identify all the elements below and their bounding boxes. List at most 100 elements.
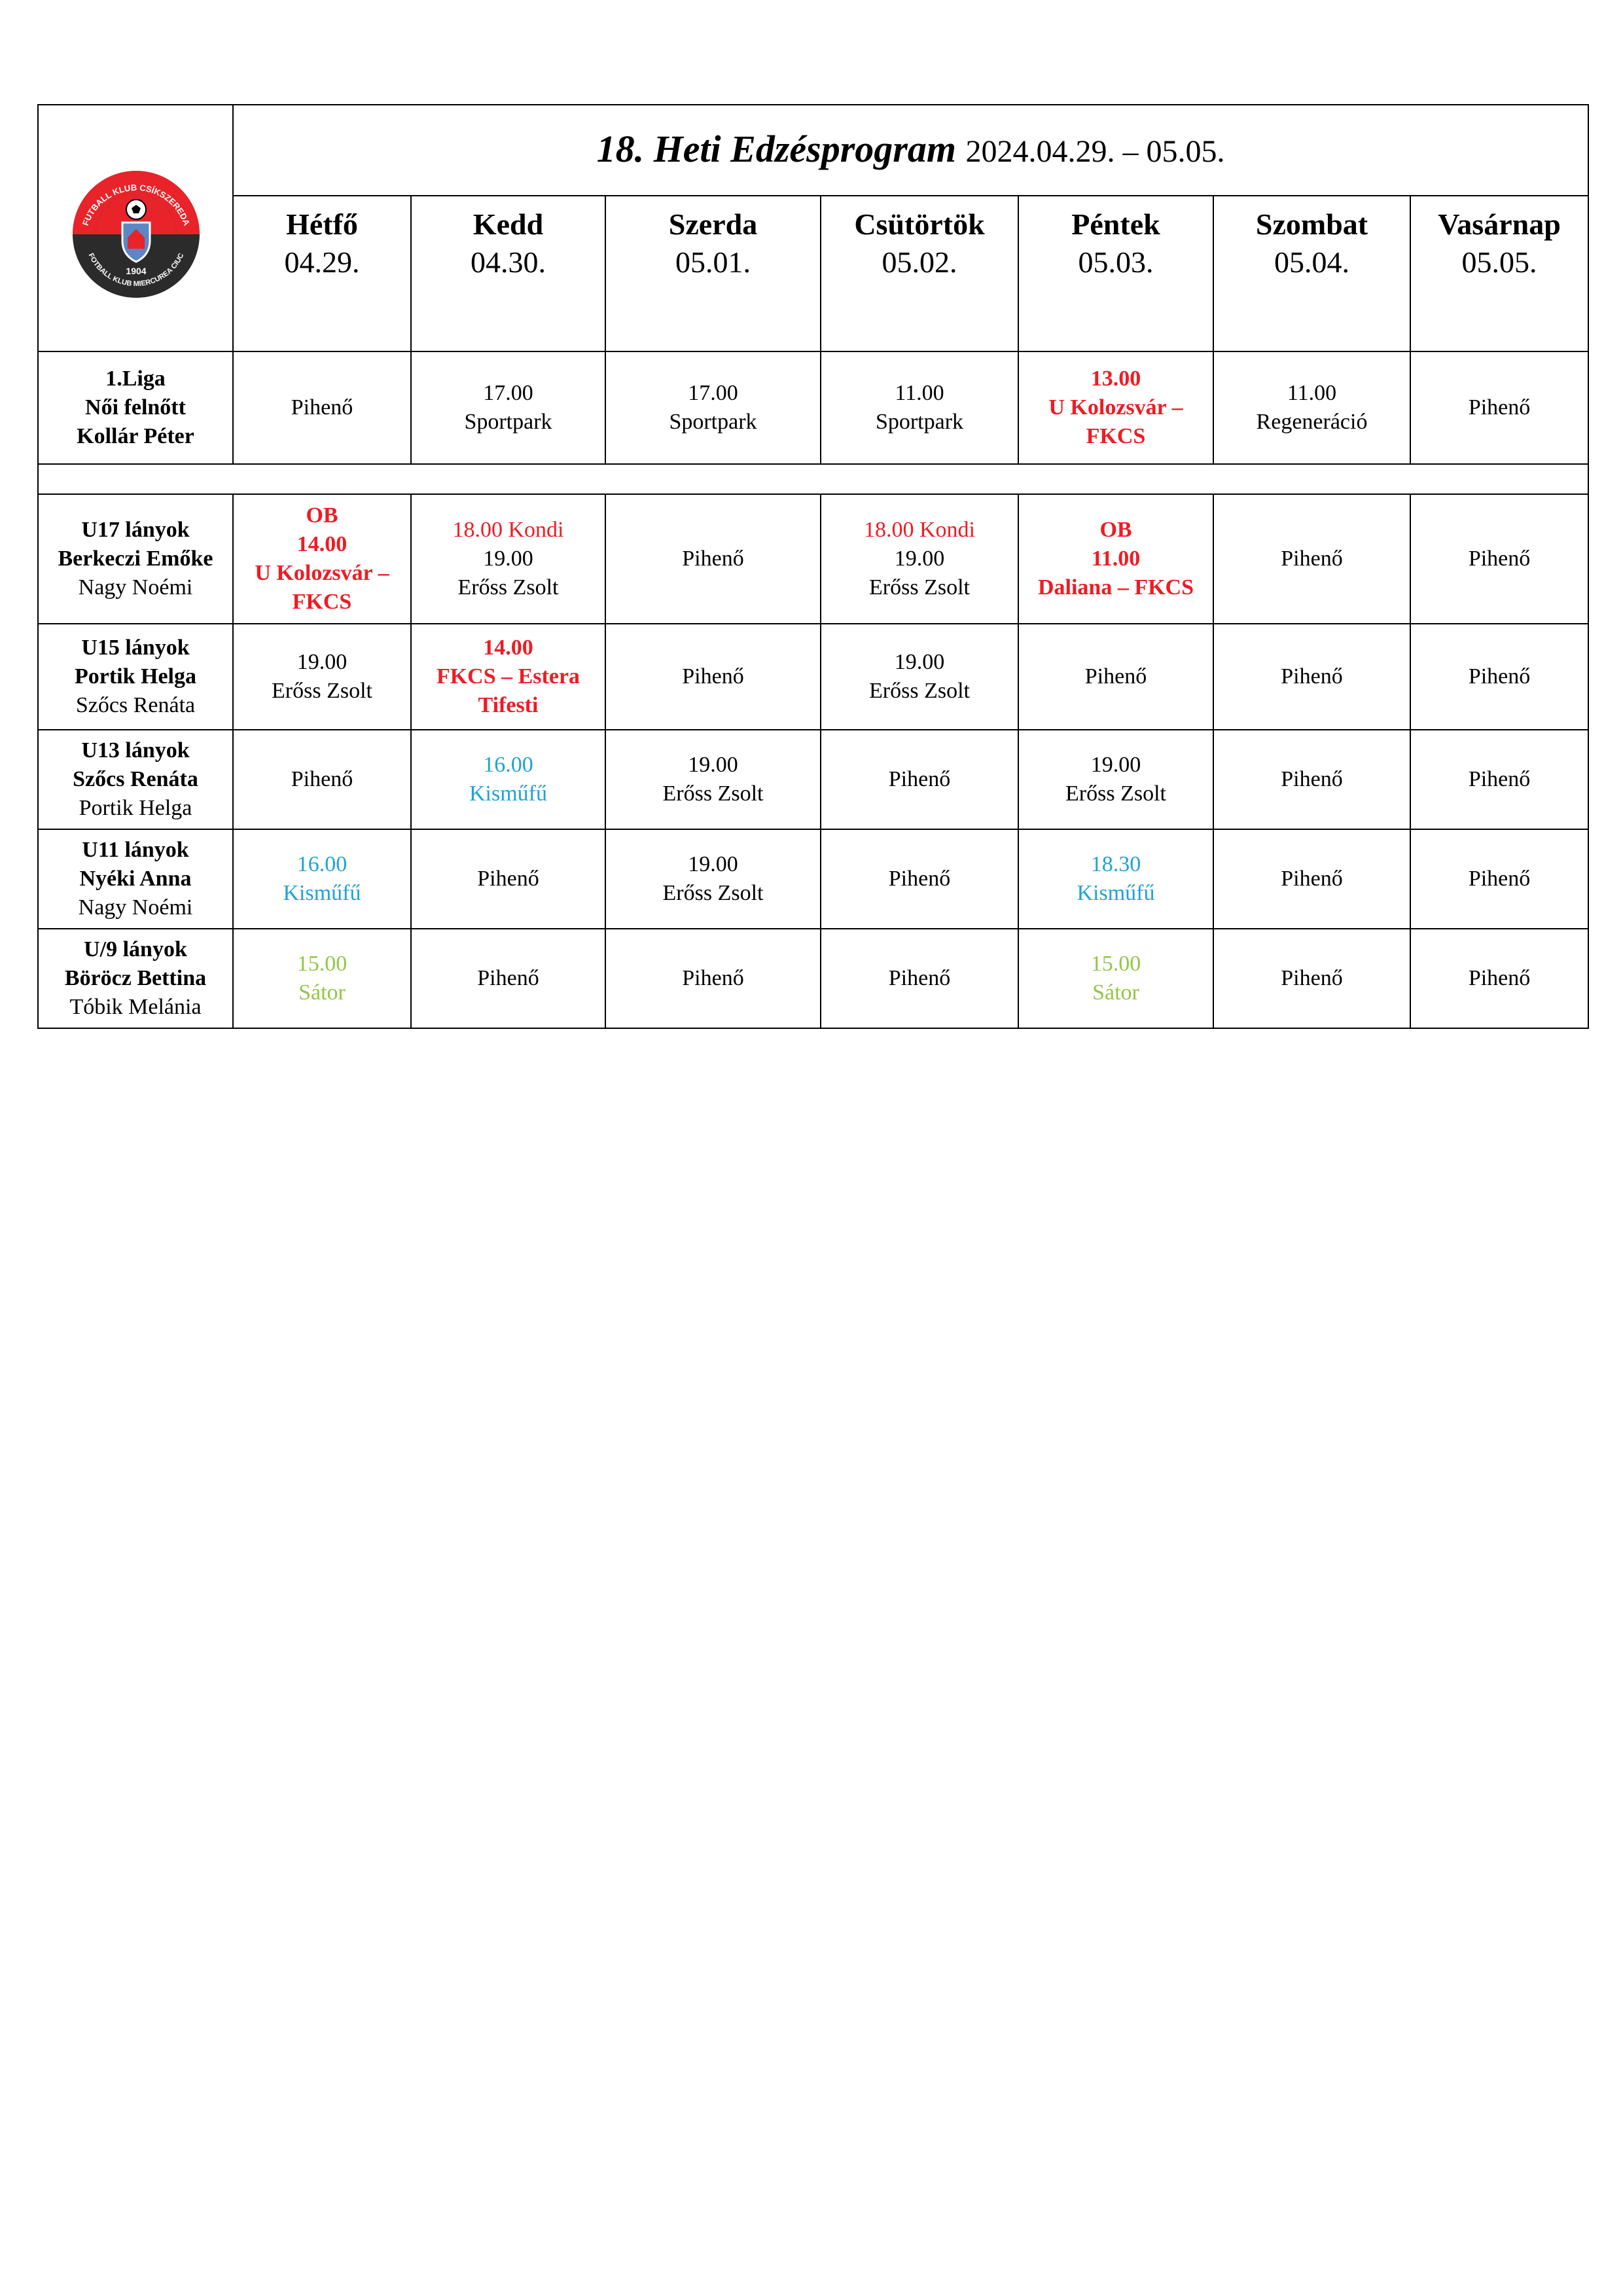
team-name: U13 lányok — [81, 738, 190, 762]
schedule-cell: Pihenő — [1409, 493, 1590, 624]
day-date: 04.30. — [471, 245, 546, 279]
schedule-cell: Pihenő — [1213, 729, 1411, 830]
day-date: 05.05. — [1461, 245, 1537, 279]
schedule-entry: Pihenő — [1468, 767, 1531, 791]
coach-name: Női felnőtt — [85, 395, 186, 420]
logo-shield-detail — [128, 228, 145, 249]
logo-year: 1904 — [126, 266, 146, 276]
schedule-entry: OB — [306, 503, 338, 528]
title-row: FUTBALL KLUB CSÍKSZEREDA FOTBALL KLUB MI… — [37, 104, 1590, 352]
schedule-entry: Daliana – FKCS — [1037, 575, 1194, 600]
schedule-entry: Pihenő — [1281, 867, 1343, 891]
title-range: 2024.04.29. – 05.05. — [965, 134, 1225, 169]
schedule-entry: Pihenő — [888, 867, 951, 891]
logo-cell: FUTBALL KLUB CSÍKSZEREDA FOTBALL KLUB MI… — [37, 104, 234, 352]
schedule-entry: 11.00 — [1091, 547, 1141, 571]
schedule-cell: Pihenő — [1213, 493, 1411, 624]
schedule-entry: Pihenő — [477, 867, 539, 891]
schedule-table: FUTBALL KLUB CSÍKSZEREDA FOTBALL KLUB MI… — [37, 104, 1590, 1029]
coach-name: Kollár Péter — [77, 424, 194, 448]
schedule-entry: Pihenő — [1468, 867, 1531, 891]
schedule-entry: Pihenő — [1281, 966, 1343, 990]
schedule-cell: Pihenő — [605, 928, 821, 1029]
schedule-entry: U Kolozsvár – — [1048, 395, 1183, 420]
schedule-entry: Regeneráció — [1256, 410, 1368, 434]
schedule-cell: Pihenő — [820, 829, 1019, 929]
schedule-entry: FKCS – Estera — [436, 664, 580, 689]
schedule-entry: 13.00 — [1090, 367, 1141, 391]
schedule-entry: 19.00 — [483, 547, 533, 571]
schedule-entry: 11.00 — [895, 381, 944, 405]
schedule-entry: Sportpark — [669, 410, 757, 434]
schedule-cell: Pihenő — [410, 829, 606, 929]
schedule-entry: 15.00 — [296, 952, 348, 976]
schedule-entry: Pihenő — [1281, 664, 1343, 689]
schedule-cell: Pihenő — [1409, 351, 1590, 465]
day-date: 05.04. — [1274, 245, 1349, 279]
schedule-entry: Pihenő — [291, 395, 353, 420]
schedule-entry: Kisműfű — [1077, 881, 1155, 905]
schedule-cell: Pihenő — [1213, 623, 1411, 730]
schedule-entry: Sátor — [1092, 980, 1139, 1005]
coach-name: Tóbik Melánia — [69, 995, 202, 1019]
schedule-entry: Erőss Zsolt — [869, 679, 970, 703]
schedule-entry: 14.00 — [296, 532, 348, 556]
team-name: U11 lányok — [82, 838, 189, 862]
schedule-entry: 19.00 — [688, 852, 738, 876]
schedule-cell: Pihenő — [232, 351, 412, 465]
team-name: U15 lányok — [81, 636, 190, 660]
schedule-cell: Pihenő — [1213, 829, 1411, 929]
schedule-entry: 18.30 — [1090, 852, 1141, 876]
schedule-entry: 14.00 — [483, 636, 533, 660]
schedule-entry: Pihenő — [1468, 966, 1531, 990]
schedule-entry: Pihenő — [1468, 664, 1531, 689]
schedule-entry: Pihenő — [1281, 547, 1343, 571]
schedule-entry: 17.00 — [483, 381, 533, 405]
schedule-entry: Pihenő — [1468, 395, 1531, 420]
schedule-cell: Pihenő — [1018, 623, 1214, 730]
day-date: 05.02. — [882, 245, 957, 279]
schedule-entry: Tifesti — [478, 693, 539, 717]
day-name: Szerda — [668, 207, 758, 241]
schedule-cell: Pihenő — [1409, 623, 1590, 730]
coach-name: Nagy Noémi — [78, 575, 193, 600]
day-name: Péntek — [1071, 207, 1160, 241]
spacer-cell — [37, 463, 1590, 495]
schedule-cell: Pihenő — [1409, 729, 1590, 830]
schedule-entry: Erőss Zsolt — [457, 575, 559, 600]
schedule-entry: Sportpark — [875, 410, 964, 434]
schedule-entry: Erőss Zsolt — [272, 679, 372, 703]
schedule-cell: Pihenő — [1409, 829, 1590, 929]
coach-name: Berkeczi Emőke — [58, 547, 213, 571]
schedule-entry: 18.00 Kondi — [864, 518, 975, 542]
day-name: Kedd — [473, 207, 544, 241]
coach-name: Portik Helga — [74, 664, 197, 689]
day-name: Szombat — [1255, 207, 1368, 241]
schedule-entry: Kisműfű — [469, 781, 547, 806]
day-name: Hétfő — [286, 207, 358, 241]
schedule-cell: Pihenő — [232, 729, 412, 830]
schedule-entry: 19.00 — [894, 650, 945, 674]
